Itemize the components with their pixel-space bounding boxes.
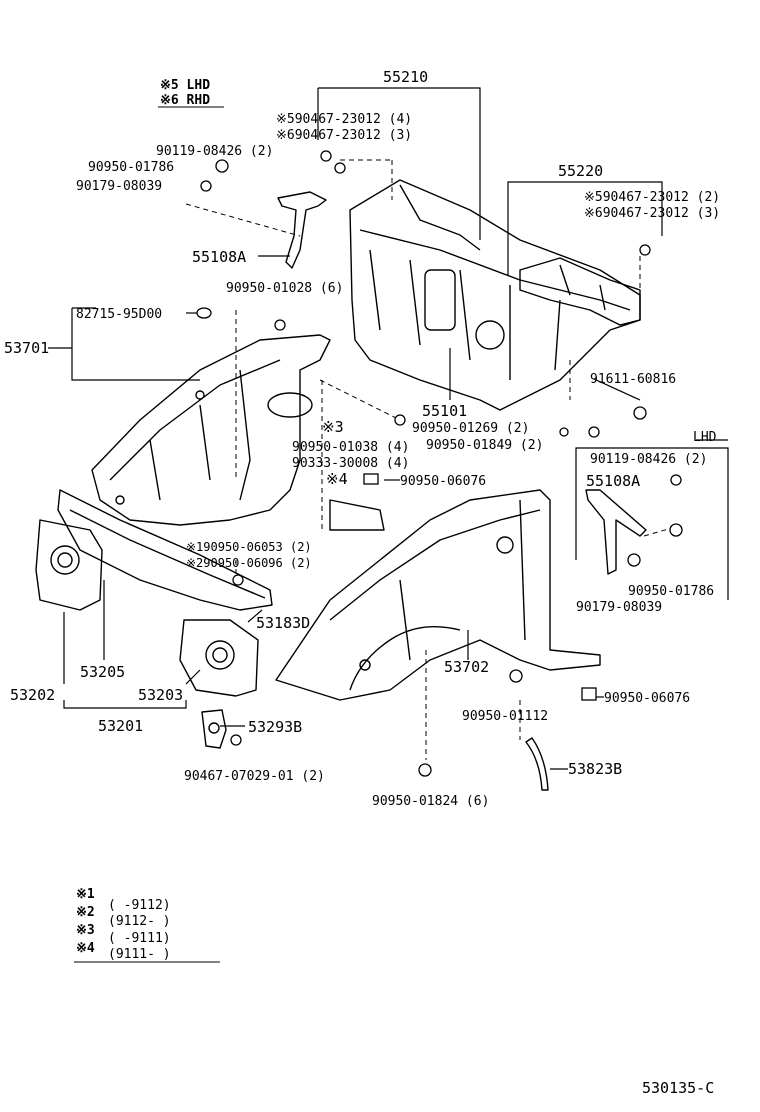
label-55210: 55210 [383, 68, 428, 86]
part-label: 53702 [444, 658, 489, 676]
part-label: 53183D [256, 614, 310, 632]
part-label: 90950-01028 (6) [226, 281, 343, 296]
clip-icon [274, 319, 286, 331]
part-label: 90467-07029-01 (2) [184, 769, 325, 784]
part-label: 90950-06076 [400, 474, 486, 489]
bolt-icon [639, 244, 651, 256]
part-label: ※590467-23012 (4) [276, 112, 412, 127]
lhd-box [575, 447, 729, 600]
footnote-range: (9112- ) [108, 914, 171, 929]
part-label: 53205 [80, 663, 125, 681]
plug-icon [581, 687, 597, 701]
clip-icon [232, 574, 244, 586]
part-drawings [35, 179, 647, 791]
part-label: 90950-06076 [604, 691, 690, 706]
cover-icon [196, 307, 212, 319]
fender-apron-53701 [91, 334, 385, 531]
part-label: 90950-01786 [88, 160, 174, 175]
legend-line-1: ※5 LHD [160, 78, 210, 93]
clip-icon [588, 426, 600, 438]
bracket-55220 [507, 181, 663, 276]
footnote-mark: ※1 [76, 887, 95, 902]
clip-icon [509, 669, 523, 683]
dashed-leaders [185, 159, 673, 760]
part-label: 90950-01849 (2) [426, 438, 543, 453]
part-label: 90119-08426 (2) [590, 452, 707, 467]
bolt-icon [230, 734, 242, 746]
part-label: 90950-01269 (2) [412, 421, 529, 436]
clip-icon [627, 553, 641, 567]
radiator-side-53202 [35, 519, 103, 611]
part-label: 90950-01112 [462, 709, 548, 724]
part-label: 91611-60816 [590, 372, 676, 387]
footnote-mark: ※4 [76, 941, 95, 956]
clip-icon [394, 414, 406, 426]
footnote-legend: ※1 ( -9112) ※2 (9112- ) ※3 ( -9111) ※4 (… [74, 887, 220, 963]
legend-top: ※5 LHD ※6 RHD [158, 78, 224, 108]
nut-icon [215, 159, 229, 173]
leader-lines [48, 87, 729, 770]
footnote-range: ( -9112) [108, 898, 171, 913]
part-number-labels: ※590467-23012 (4) ※690467-23012 (3) 9011… [10, 112, 720, 809]
part-label: 53202 [10, 686, 55, 704]
part-label: 55101 [422, 402, 467, 420]
brace-55108a-upper [277, 191, 327, 269]
part-label: ※690467-23012 (3) [276, 128, 412, 143]
dash-panel-55220 [519, 257, 641, 326]
bolt-icon [670, 474, 682, 486]
part-label: 90950-01038 (4) [292, 440, 409, 455]
part-label: ※290950-06096 (2) [186, 556, 312, 570]
nut-icon [418, 763, 432, 777]
part-label: 55108A [586, 472, 640, 490]
bracket-plate-53293b [201, 709, 227, 749]
label-55220: 55220 [558, 162, 603, 180]
part-label: ※4 [326, 470, 348, 488]
bolt-icon [559, 427, 569, 437]
bracket-53701 [71, 308, 200, 381]
part-label: 53203 [138, 686, 183, 704]
legend-line-2: ※6 RHD [160, 93, 210, 108]
footnote-mark: ※3 [76, 923, 95, 938]
part-label: 90179-08039 [76, 179, 162, 194]
label-lhd: LHD [693, 430, 717, 445]
fasteners [196, 150, 683, 777]
footnote-range: ( -9111) [108, 931, 171, 946]
footnote-mark: ※2 [76, 905, 95, 920]
part-label: 90119-08426 (2) [156, 144, 273, 159]
bolt-icon [200, 180, 212, 192]
part-label: 53823B [568, 760, 622, 778]
part-label: ※590467-23012 (2) [584, 190, 720, 205]
brace-55108a-lhd [585, 489, 647, 575]
part-label: 82715-95D00 [76, 307, 162, 322]
label-53701: 53701 [4, 339, 49, 357]
part-label: 90333-30008 (4) [292, 456, 409, 471]
nut-icon [633, 406, 647, 420]
radiator-side-53203 [179, 619, 259, 697]
bolt-icon [320, 150, 332, 162]
group-labels: 55210 55220 53701 53201 LHD [4, 68, 717, 735]
bracket-55210 [318, 87, 481, 240]
part-label: ※190950-06053 (2) [186, 540, 312, 554]
part-label: 53293B [248, 718, 302, 736]
part-label: 90179-08039 [576, 600, 662, 615]
part-label: ※3 [322, 418, 344, 436]
label-53201: 53201 [98, 717, 143, 735]
part-label: 55108A [192, 248, 246, 266]
seal-strip-53823b [525, 737, 549, 791]
part-label: 90950-01824 (6) [372, 794, 489, 809]
bracket-53201 [63, 700, 187, 709]
part-label: ※690467-23012 (3) [584, 206, 720, 221]
diagram-code: 530135-C [642, 1079, 714, 1097]
footnote-range: (9111- ) [108, 947, 171, 962]
fender-apron-53702 [275, 489, 601, 701]
part-label: 90950-01786 [628, 584, 714, 599]
bolt-icon [334, 162, 346, 174]
radiator-upper-rail [57, 489, 273, 611]
nut-icon [669, 523, 683, 537]
plug-icon [363, 473, 379, 485]
